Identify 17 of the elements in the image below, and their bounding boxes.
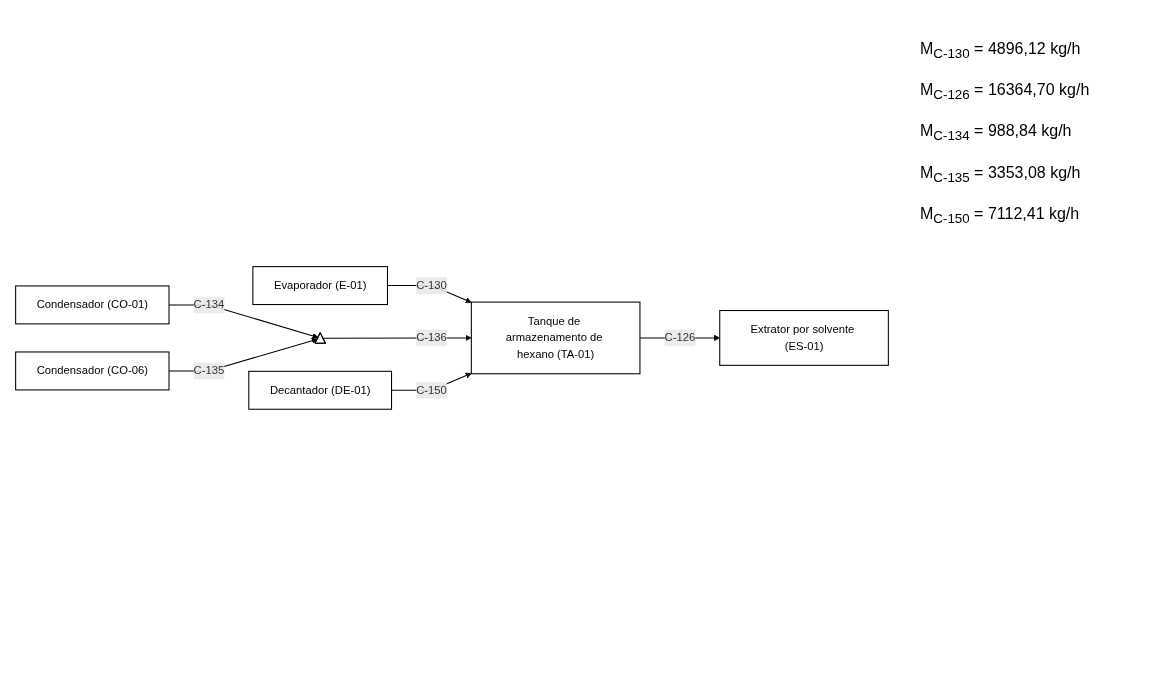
edge-label: C-135 [193,364,225,377]
node-box: Tanque de armazenamento de hexano (TA-01) [470,301,641,374]
mass-flow-note: M$_{C-130}$ = 4896,12 kg/h [920,40,1081,62]
edge-label: C-134 [193,298,225,311]
edge-label: C-126 [664,331,696,344]
node-box: Decantador (DE-01) [248,370,393,410]
mass-flow-note: M$_{C-135}$ = 3353,08 kg/h [920,163,1081,185]
edge-label: C-130 [416,278,447,291]
mass-flow-note: M$_{C-126}$ = 16364,70 kg/h [920,81,1090,103]
node-box: Condensador (CO-06) [15,351,170,390]
node-box: Evaporador (E-01) [252,265,388,305]
edge-label: C-150 [416,383,447,396]
edge-label: C-136 [416,331,447,344]
node-box: Extrator por solvente (ES-01) [719,309,889,366]
mass-flow-note: M$_{C-134}$ = 988,84 kg/h [920,122,1072,144]
node-box: Condensador (CO-01) [15,284,170,324]
mass-flow-note: M$_{C-150}$ = 7112,41 kg/h [920,204,1080,226]
